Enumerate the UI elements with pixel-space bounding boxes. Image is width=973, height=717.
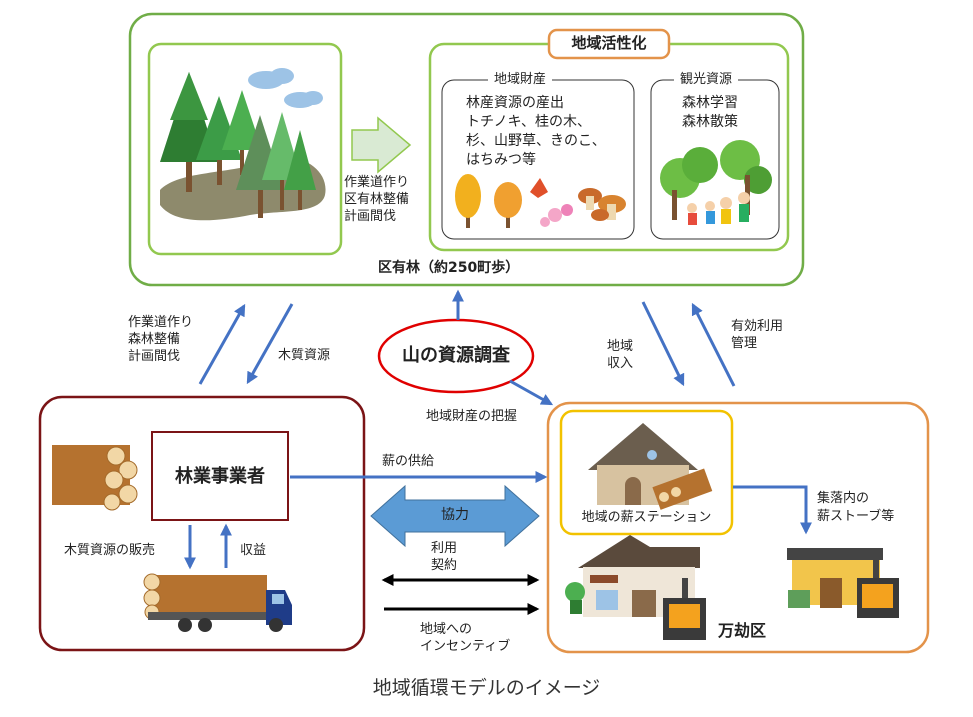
- cooperation-label: 協力: [441, 507, 469, 523]
- tourism-heading: 観光資源: [674, 70, 739, 89]
- left-up-arrow: [198, 303, 246, 385]
- survey-to-village-arrow: [509, 379, 554, 406]
- station-illustration: [588, 423, 713, 510]
- right-up-arrow: [691, 302, 736, 387]
- firewood-supply-label: 薪の供給: [382, 454, 435, 469]
- local-assets-body: 林産資源の産出 トチノキ、桂の木、 杉、山野草、きのこ、 はちみつ等: [466, 95, 606, 168]
- local-assets-heading: 地域財産: [488, 70, 553, 89]
- survey-ellipse: [377, 318, 535, 394]
- right-down-label: 地域 収入: [607, 339, 634, 371]
- stove-label: 集落内の 薪ストーブ等: [817, 491, 895, 524]
- survey-asset-note: 地域財産の把握: [426, 409, 518, 424]
- right-up-label: 有効利用 管理: [731, 319, 784, 351]
- sale-label: 木質資源の販売: [64, 543, 156, 558]
- station-to-stove-arrow: [733, 485, 812, 535]
- forestry-label: 林業事業者: [175, 466, 265, 487]
- truck-illustration: [143, 573, 292, 632]
- survey-label: 山の資源調査: [402, 345, 510, 366]
- left-down-arrow: [246, 303, 294, 385]
- station-label: 地域の薪ステーション: [581, 510, 712, 525]
- logs-illustration: [52, 445, 138, 511]
- forest-to-activation-arrow: [351, 116, 412, 174]
- forestry-label-box: [151, 431, 289, 521]
- usage-contract-label: 利用 契約: [431, 541, 458, 573]
- page-title: 地域循環モデルのイメージ: [372, 677, 601, 699]
- tourism-body: 森林学習 森林散策: [682, 95, 738, 130]
- cooperation-arrow: [370, 484, 540, 548]
- revenue-label: 収益: [240, 543, 267, 558]
- forest-caption: 区有林（約250町歩）: [378, 260, 520, 276]
- right-down-arrow: [641, 301, 685, 387]
- forest-illustration: [160, 68, 326, 221]
- village-name: 万劫区: [718, 621, 767, 640]
- house-illustration: [565, 535, 706, 640]
- forest-work-text: 作業道作り 区有林整備 計画間伐: [344, 175, 410, 224]
- hiking-illustration: [660, 140, 772, 225]
- left-down-label: 木質資源: [278, 348, 331, 363]
- village-house-illustration: [787, 548, 899, 618]
- activation-label: 地域活性化: [571, 34, 647, 52]
- incentive-label: 地域への インセンティブ: [420, 622, 511, 654]
- left-up-label: 作業道作り 森林整備 計画間伐: [128, 315, 194, 364]
- autumn-illustration: [455, 174, 626, 228]
- activation-label-box: [547, 28, 671, 60]
